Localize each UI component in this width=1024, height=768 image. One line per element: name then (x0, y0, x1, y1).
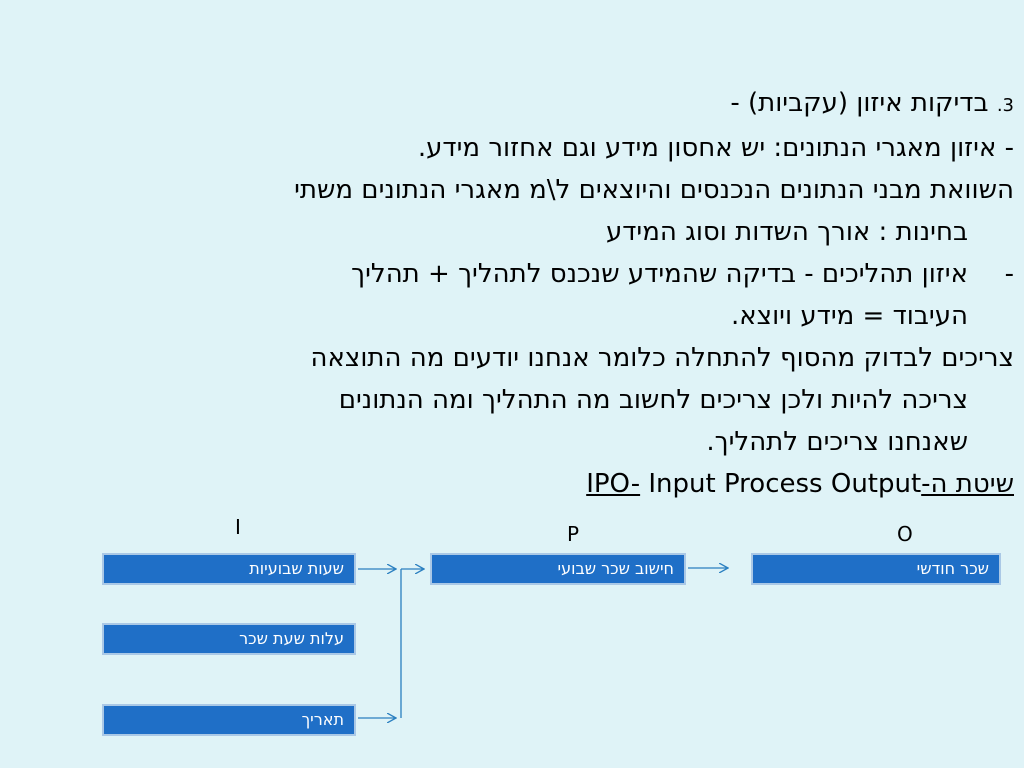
text-line-6: העיבוד = מידע ויוצא. (731, 301, 968, 331)
text-line-9: שאנחנו צריכים לתהליך. (706, 427, 968, 457)
ipo-english-label: Input Process Output (648, 469, 922, 499)
text-line-8: צריכה להיות ולכן צריכים לחשוב מה התהליך … (338, 385, 968, 415)
text-line-2: - איזון מאגרי הנתונים: יש אחסון מידע וגם… (417, 133, 1014, 163)
output-label: O (897, 522, 913, 546)
box-weekly-hours: שעות שבועיות (102, 553, 356, 585)
box-hourly-cost: עלות שעת שכר (102, 623, 356, 655)
box-weekly-salary-calc: חישוב שכר שבועי (430, 553, 686, 585)
text-line-1: 3. בדיקות איזון (עקביות) - (0, 82, 1014, 127)
ipo-method-heading: שיטת ה-IPO- (586, 469, 1014, 499)
input-label: I (235, 515, 241, 539)
process-label: P (567, 522, 580, 546)
slide-body-text: 3. בדיקות איזון (עקביות) - - איזון מאגרי… (0, 82, 1014, 505)
text-line-10: שיטת ה-IPO- Input Process Output (0, 463, 1014, 505)
section-heading: בדיקות איזון (עקביות) - (730, 88, 989, 118)
list-number: 3. (996, 95, 1014, 116)
process-balance-text: איזון תהליכים - בדיקה שהמידע שנכנס לתהלי… (351, 259, 968, 289)
box-date: תאריך (102, 704, 356, 736)
box-monthly-salary: שכר חודשי (751, 553, 1001, 585)
text-line-3: השוואת מבני הנתונים הנכנסים והיוצאים ל\מ… (294, 175, 1014, 205)
bullet-dash: - (1004, 259, 1014, 289)
text-line-4: בחינות : אורך השדות וסוג המידע (605, 217, 968, 247)
text-line-5: - איזון תהליכים - בדיקה שהמידע שנכנס לתה… (0, 253, 1014, 295)
text-line-7: צריכים לבדוק מהסוף להתחלה כלומר אנחנו יו… (310, 343, 1014, 373)
